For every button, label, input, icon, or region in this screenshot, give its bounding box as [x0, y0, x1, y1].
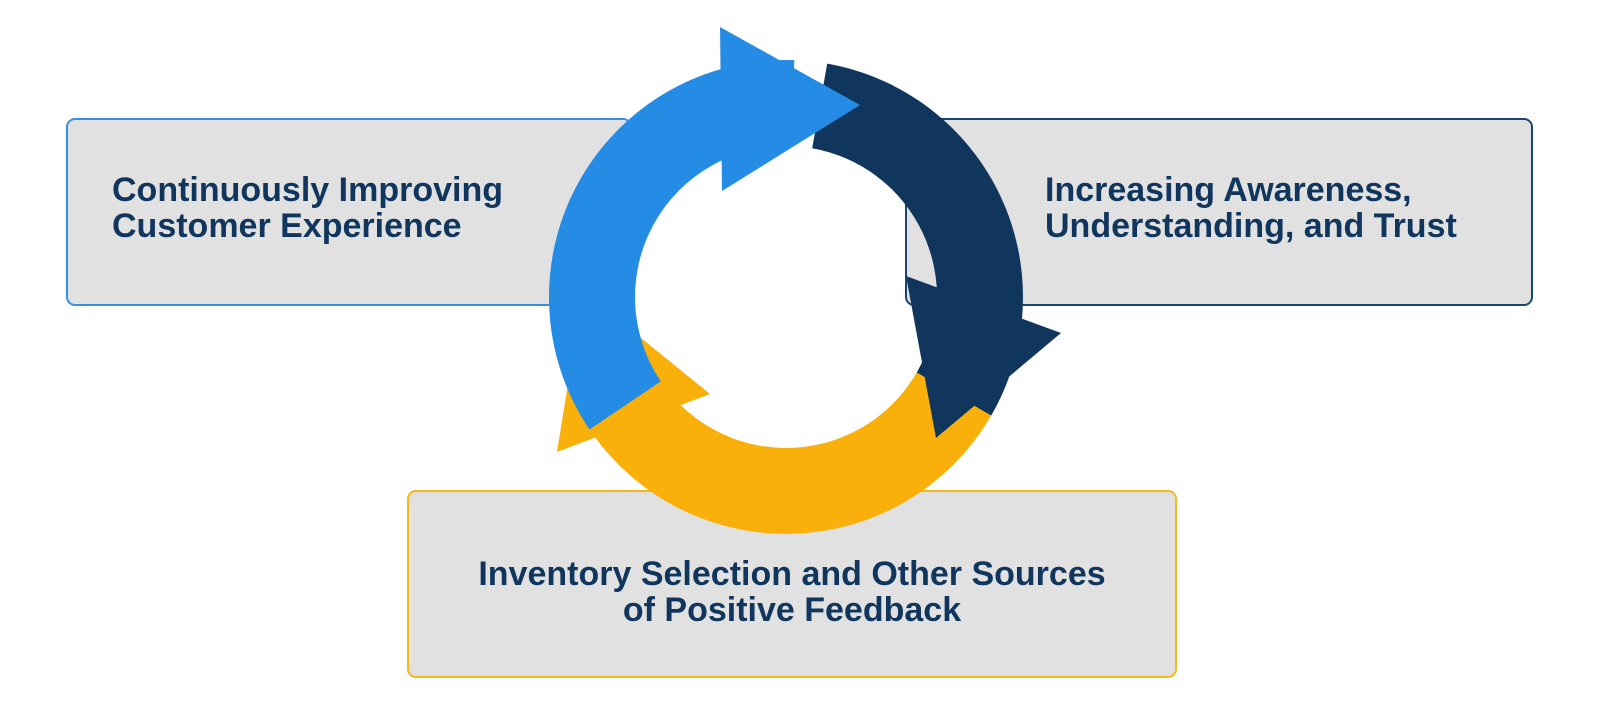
node-label-left-line2: Customer Experience: [112, 207, 462, 245]
node-label-right: Increasing Awareness, Understanding, and…: [1045, 172, 1457, 244]
node-label-left: Continuously Improving Customer Experien…: [112, 172, 503, 244]
arrowhead-light-blue-icon: [720, 27, 860, 191]
node-box-left: [66, 118, 632, 306]
node-label-bottom-line1: Inventory Selection and Other Sources: [478, 555, 1106, 593]
arrowhead-navy-icon: [906, 276, 1061, 438]
node-label-right-line1: Increasing Awareness,: [1045, 171, 1412, 209]
arrow-light-blue: [548, 27, 860, 430]
node-label-left-line1: Continuously Improving: [112, 171, 503, 209]
node-label-right-line2: Understanding, and Trust: [1045, 207, 1457, 245]
node-label-bottom-line2: of Positive Feedback: [622, 591, 962, 629]
arrow-navy: [812, 63, 1061, 438]
node-label-bottom: Inventory Selection and Other Sources of…: [407, 556, 1177, 628]
arc-yellow: [554, 328, 1017, 534]
